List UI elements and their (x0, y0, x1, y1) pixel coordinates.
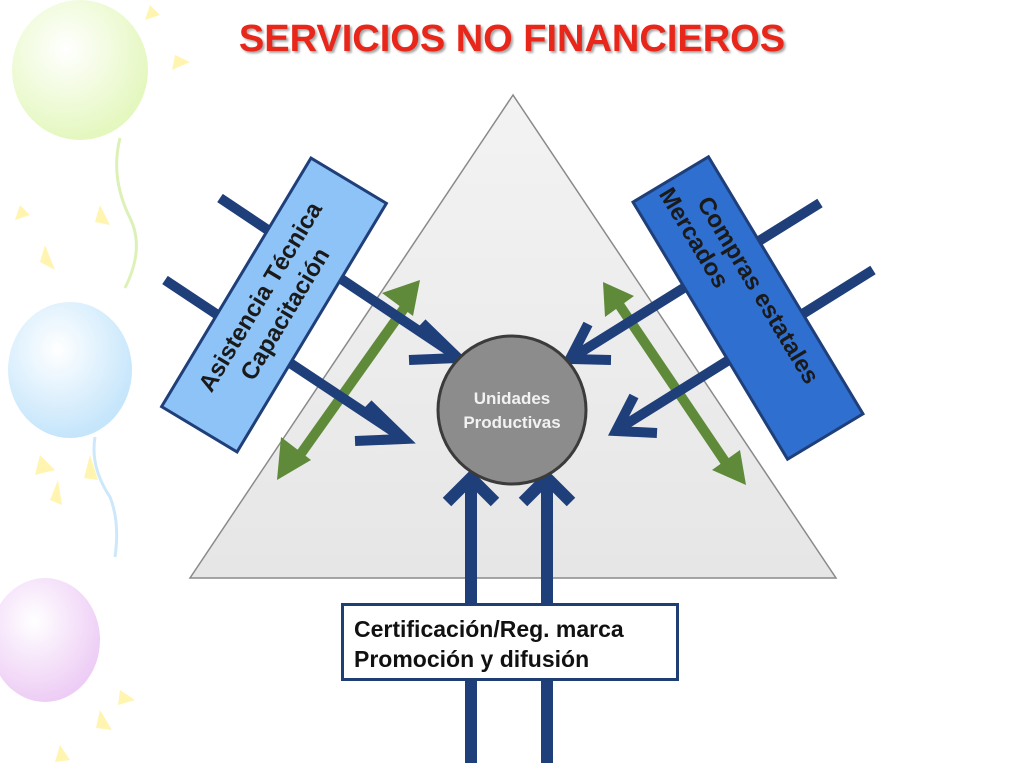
page-title: SERVICIOS NO FINANCIEROS (238, 18, 786, 60)
center-label-line1: Unidades (474, 389, 551, 408)
balloon-blue (8, 302, 132, 558)
bottom-box-line1: Certificación/Reg. marca (354, 616, 624, 642)
center-node: Unidades Productivas (436, 334, 588, 486)
green-double-arrow-right (603, 282, 746, 485)
balloon-yellow (12, 0, 190, 289)
balloon-purple (0, 578, 135, 762)
bottom-box-line2: Promoción y difusión (354, 646, 590, 672)
green-double-arrow-left (277, 280, 420, 480)
bottom-service-box: Certificación/Reg. marca Promoción y dif… (341, 603, 679, 681)
center-label-line2: Productivas (463, 413, 560, 432)
